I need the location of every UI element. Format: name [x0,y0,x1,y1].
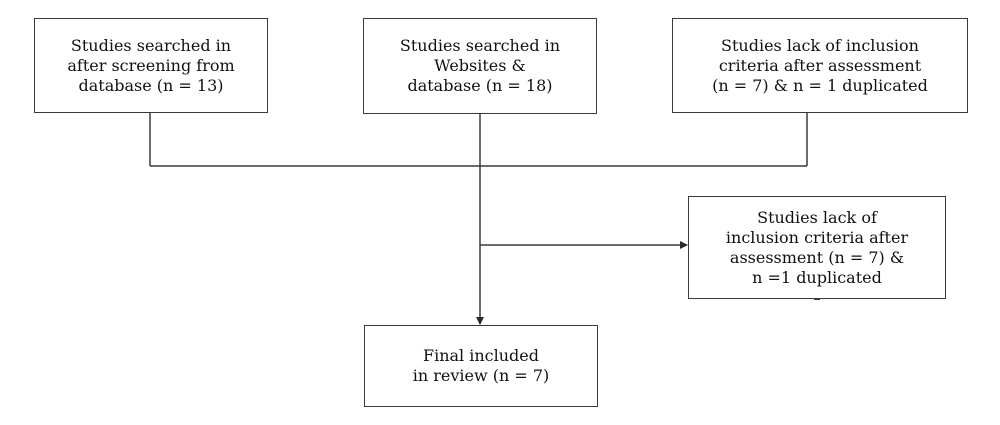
box-websites-line-3: database (n = 18) [407,76,553,95]
box-excluded-side-line-3: assessment (n = 7) & [729,247,905,267]
box-excluded-top-line-1: Studies lack of inclusion [721,35,919,55]
box-final-included: Final included in review (n = 7) [364,325,598,407]
box-database-search: Studies searched in after screening from… [34,18,268,113]
box-websites-line-1: Studies searched in [399,36,561,55]
box-database-line-1: Studies searched in [70,35,232,55]
box-database-line-3: database (n = 13) [78,75,224,95]
box-excluded-side-line-2: inclusion criteria after [725,227,909,247]
box-final-line-1: Final included [422,346,539,365]
box-excluded-top-line-3: (n = 7) & n = 1 duplicated [712,75,928,95]
box-database-text: Studies searched in after screening from… [67,36,234,96]
box-excluded-side-text: Studies lack of inclusion criteria after… [726,208,908,288]
box-excluded-side-line-1: Studies lack of [757,207,877,227]
box-excluded-side: Studies lack of inclusion criteria after… [688,196,946,299]
box-excluded-top-text: Studies lack of inclusion criteria after… [712,36,928,96]
box-final-text: Final included in review (n = 7) [413,346,550,386]
box-final-line-2: in review (n = 7) [412,366,550,385]
box-excluded-top-line-2: criteria after assessment [718,55,922,75]
box-excluded-side-line-4: n =1 duplicated [752,267,882,287]
box-websites-line-2: Websites & [434,56,526,75]
box-database-line-2: after screening from [67,55,235,75]
box-websites-search: Studies searched in Websites & database … [363,18,597,114]
box-excluded-top: Studies lack of inclusion criteria after… [672,18,968,113]
box-websites-text: Studies searched in Websites & database … [400,36,560,96]
